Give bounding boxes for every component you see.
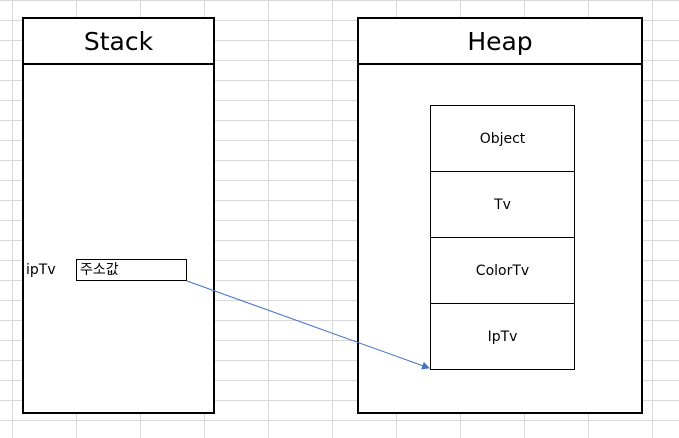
heap-layer-colortv: ColorTv xyxy=(431,238,574,304)
heap-layer-iptv: IpTv xyxy=(487,328,518,345)
heap-title: Heap xyxy=(359,19,641,65)
stack-panel: Stack xyxy=(22,17,215,414)
heap-layer-tv: Tv xyxy=(431,172,574,238)
heap-layer-object: Object xyxy=(431,106,574,172)
reference-value-box: 주소값 xyxy=(76,259,187,281)
heap-object: Object Tv ColorTv IpTv xyxy=(430,105,575,370)
variable-name-label: ipTv xyxy=(26,262,56,278)
stack-title: Stack xyxy=(24,19,213,65)
